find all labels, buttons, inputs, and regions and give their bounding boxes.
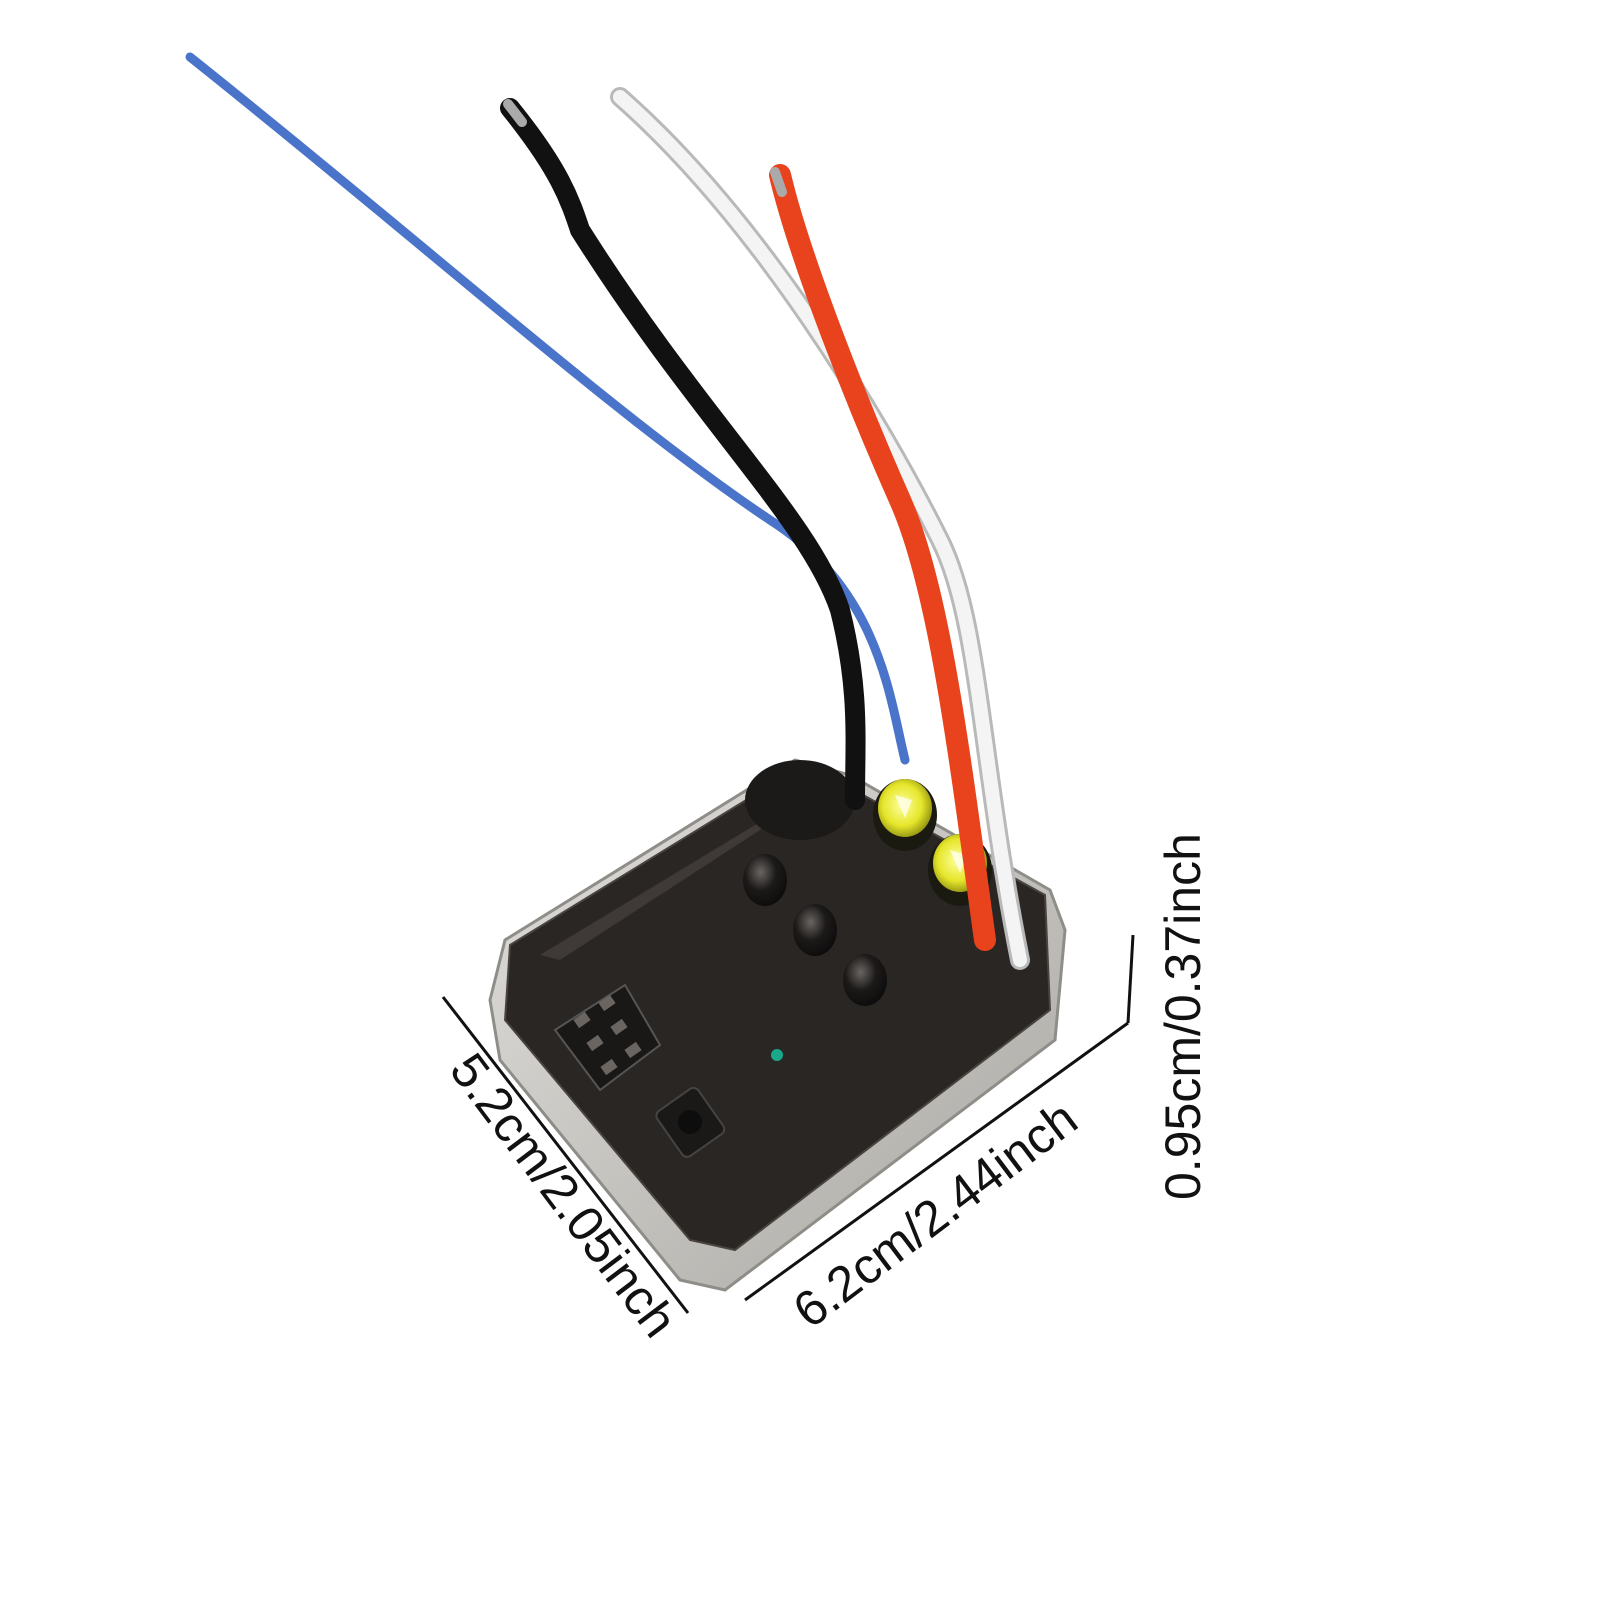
black-wire <box>500 98 866 810</box>
length-dimension-line <box>744 1021 1129 1302</box>
tactile-button <box>655 1086 726 1158</box>
status-led <box>771 1049 783 1061</box>
height-dimension-line <box>1126 934 1135 1024</box>
height-dimension-label: 0.95cm/0.37inch <box>1155 833 1211 1200</box>
transistor-bump <box>793 904 837 956</box>
connector-header <box>553 983 662 1092</box>
transistor-bump <box>843 954 887 1006</box>
potting-blob <box>745 760 855 840</box>
potting-highlight <box>540 810 780 960</box>
red-wire <box>769 164 996 951</box>
capacitor <box>873 779 937 851</box>
width-dimension-line <box>441 996 690 1314</box>
transistor-bump <box>743 854 787 906</box>
black-wire-tip <box>503 99 527 127</box>
white-wire <box>613 90 1027 967</box>
blue-wire <box>185 52 910 765</box>
red-wire-tip <box>770 167 787 197</box>
